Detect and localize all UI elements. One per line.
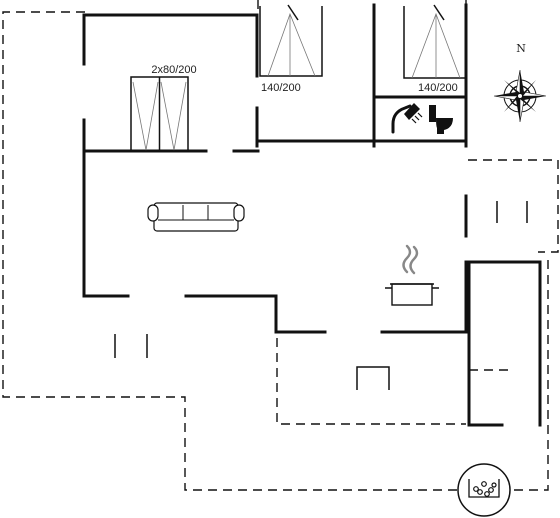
hot-tub-icon [457, 463, 511, 517]
bedroom-right-bed [403, 4, 466, 79]
bedroom-left-bed-label: 2x80/200 [151, 64, 196, 76]
bedroom-left-beds [130, 76, 189, 152]
cooking-pot-icon [385, 244, 439, 306]
terrace-outline [2, 0, 559, 491]
bedroom-mid-bed-label: 140/200 [261, 82, 301, 94]
compass-rose-icon [493, 69, 547, 123]
door-markers [114, 201, 528, 358]
walls [82, 3, 542, 427]
compass-north-label: N [516, 42, 526, 55]
bedroom-mid-bed [259, 4, 323, 77]
bedroom-right-bed-label: 140/200 [418, 82, 458, 94]
shower-icon [391, 103, 423, 134]
terrace-table [356, 366, 390, 390]
sofa-icon [147, 202, 245, 232]
toilet-icon [429, 105, 453, 134]
